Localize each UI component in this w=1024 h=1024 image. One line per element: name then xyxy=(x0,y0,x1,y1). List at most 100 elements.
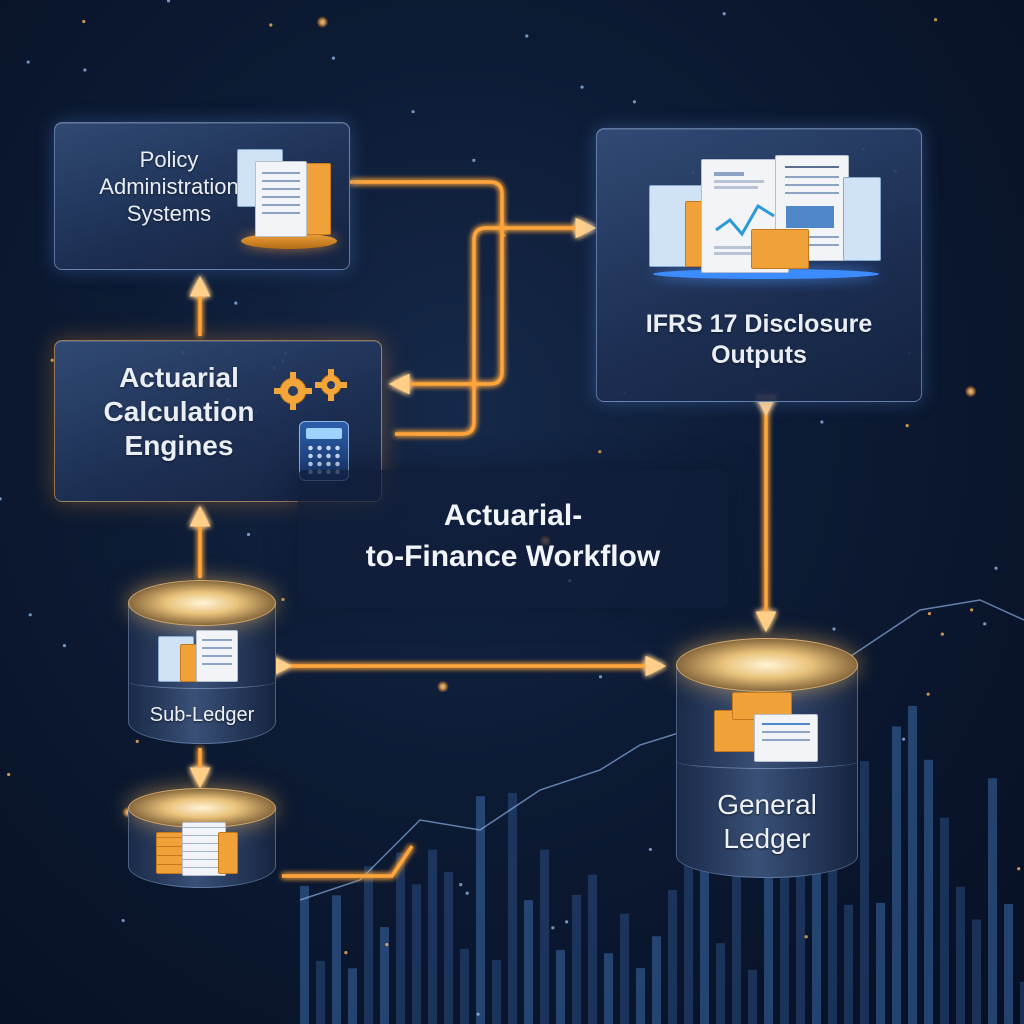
background-bar xyxy=(412,884,421,1024)
actuarial-label-line-3: Engines xyxy=(124,430,234,462)
background-sparkle xyxy=(598,450,602,454)
background-sparkle xyxy=(83,68,87,72)
general-ledger-label: General Ledger xyxy=(676,788,858,855)
general-ledger-label-line-1: General xyxy=(717,789,817,820)
background-sparkle xyxy=(465,891,469,895)
background-bar xyxy=(860,761,869,1024)
background-sparkle xyxy=(820,420,824,424)
background-bar xyxy=(476,796,485,1024)
background-sparkle xyxy=(82,19,86,24)
background-sparkle xyxy=(28,613,32,617)
background-bar xyxy=(588,874,597,1024)
background-sparkle xyxy=(926,692,930,696)
connector-lines xyxy=(189,180,777,878)
background-bar xyxy=(940,817,949,1024)
background-bar xyxy=(1004,903,1013,1024)
background-bar xyxy=(444,871,453,1024)
background-sparkle xyxy=(648,847,653,852)
spreadsheet-icon xyxy=(156,818,246,878)
background-bar xyxy=(892,726,901,1024)
background-sparkle xyxy=(50,358,54,362)
background-sparkle xyxy=(411,110,415,114)
background-sparkle xyxy=(970,608,974,612)
ifrs-label-line-2: Outputs xyxy=(711,340,807,369)
background-sparkle xyxy=(565,920,569,924)
node-sub-ledger: Sub-Ledger xyxy=(128,580,276,744)
sub-ledger-label: Sub-Ledger xyxy=(149,704,255,726)
background-sparkle xyxy=(62,644,67,648)
actuarial-label-line-1: Actuarial xyxy=(119,362,239,393)
lower-cylinder-top xyxy=(128,788,276,828)
connector-policy-to-ifrs xyxy=(350,180,504,395)
background-bar xyxy=(956,886,965,1024)
diagram-title-line-2: to-Finance Workflow xyxy=(365,539,661,573)
background-bar xyxy=(700,832,709,1024)
background-bar xyxy=(668,889,677,1024)
node-sub-ledger-lower xyxy=(128,788,276,888)
policy-label-line-3: Systems xyxy=(126,200,212,226)
background-sparkle xyxy=(331,56,336,60)
background-sparkle xyxy=(902,737,906,741)
background-sparkle xyxy=(459,883,463,887)
background-bar xyxy=(316,960,325,1024)
background-bar xyxy=(764,779,773,1024)
background-bar xyxy=(604,953,613,1024)
background-sparkle xyxy=(269,23,273,27)
background-bar xyxy=(844,904,853,1024)
policy-label-line-2: Administration xyxy=(99,173,239,199)
background-bar xyxy=(508,792,517,1024)
actuarial-label: Actuarial Calculation Engines xyxy=(69,361,289,463)
connector-actuarial-to-ifrs xyxy=(395,217,597,436)
background-bar xyxy=(924,759,933,1024)
background-sparkle xyxy=(476,1012,480,1016)
background-sparkle xyxy=(551,926,555,930)
background-bar xyxy=(684,863,693,1024)
node-ifrs17-disclosure-outputs: IFRS 17 Disclosure Outputs xyxy=(596,128,922,402)
background-bar xyxy=(364,866,373,1024)
background-sparkle xyxy=(580,85,584,89)
background-bar xyxy=(1020,981,1024,1024)
background-sparkle xyxy=(722,12,726,16)
ifrs-label-line-1: IFRS 17 Disclosure xyxy=(645,310,873,338)
background-bar xyxy=(396,852,405,1024)
background-bar xyxy=(524,900,533,1024)
background-bar xyxy=(620,913,629,1024)
background-bar xyxy=(876,902,885,1024)
background-sparkle xyxy=(26,60,30,64)
background-sparkle xyxy=(7,772,11,777)
diagram-title: Actuarial- to-Finance Workflow xyxy=(298,496,728,577)
background-trend-polyline xyxy=(299,599,1024,901)
general-ledger-ring xyxy=(676,754,858,769)
background-bar xyxy=(748,969,757,1024)
background-bar xyxy=(908,705,917,1024)
database-documents-icon xyxy=(158,628,250,682)
background-bar xyxy=(380,927,389,1024)
background-bar xyxy=(428,849,437,1024)
background-sparkle xyxy=(0,497,2,501)
node-policy-administration: Policy Administration Systems xyxy=(54,122,350,270)
general-ledger-top xyxy=(676,638,858,692)
background-bar xyxy=(556,949,565,1024)
background-bar xyxy=(348,968,357,1024)
background-sparkle xyxy=(598,675,603,679)
sub-ledger-ring xyxy=(128,674,276,689)
actuarial-label-line-2: Calculation xyxy=(103,396,255,428)
report-documents-icon xyxy=(645,151,885,281)
policy-label-line-1: Policy xyxy=(139,147,199,172)
background-sparkle xyxy=(436,680,449,693)
background-sparkle xyxy=(166,0,171,3)
background-sparkle xyxy=(316,16,329,29)
gears-icon xyxy=(274,369,347,410)
background-sparkle xyxy=(234,301,238,305)
background-sparkle xyxy=(940,632,944,636)
background-bar xyxy=(812,852,821,1024)
diagram-title-box: Actuarial- to-Finance Workflow xyxy=(298,470,728,608)
background-sparkle xyxy=(121,918,125,923)
background-sparkle xyxy=(927,611,932,616)
background-sparkle xyxy=(964,385,977,398)
background-bar xyxy=(540,849,549,1024)
background-sparkle xyxy=(933,18,938,22)
background-bar xyxy=(796,852,805,1024)
background-sparkle xyxy=(246,532,251,537)
